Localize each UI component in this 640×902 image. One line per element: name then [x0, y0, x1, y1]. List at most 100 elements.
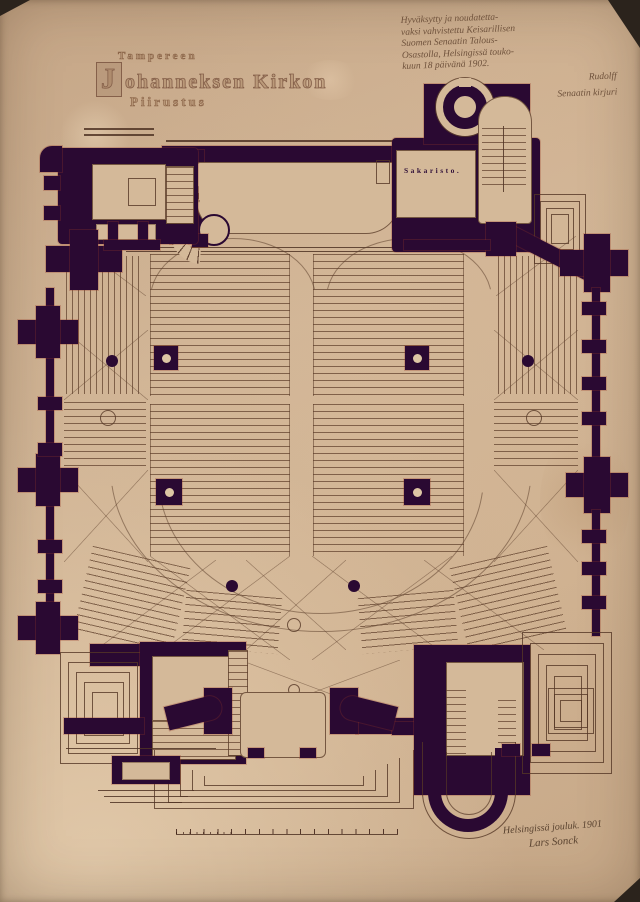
porch-steps	[551, 214, 569, 244]
pier	[154, 346, 178, 370]
buttress-cross	[36, 454, 60, 506]
wall-block	[582, 302, 606, 315]
boss-circle	[100, 410, 116, 426]
vault-ribs	[494, 330, 578, 400]
buttress-cross	[584, 234, 610, 292]
wall-line	[166, 140, 402, 142]
vault-ribs	[494, 470, 578, 562]
wall-block	[582, 562, 606, 575]
tower-opening	[459, 78, 471, 87]
buttress-cross	[36, 602, 60, 654]
wall-segment	[404, 240, 490, 250]
vault-rib	[424, 560, 544, 650]
step-line	[84, 128, 154, 130]
step-line	[66, 748, 216, 749]
wall-block	[38, 443, 62, 456]
chancel-room	[196, 162, 400, 234]
sacristy-label: Sakaristo.	[404, 166, 462, 175]
porch-steps	[548, 688, 594, 734]
door-jamb	[300, 748, 316, 758]
door-jamb	[248, 748, 264, 758]
column-dot	[226, 580, 238, 592]
vault-ribs	[64, 330, 148, 400]
wall-block	[502, 744, 520, 756]
stair-treads	[166, 166, 194, 224]
porch-room	[240, 692, 326, 758]
buttress-cross	[70, 230, 98, 290]
wall-curtain	[592, 288, 600, 460]
step-line	[84, 134, 154, 136]
scale-bar-line	[176, 834, 398, 835]
wall-block	[582, 340, 606, 353]
vault-rib	[96, 560, 216, 650]
buttress-cross	[36, 306, 60, 358]
vault-ribs	[64, 470, 148, 562]
wall-block	[582, 596, 606, 609]
step-line	[104, 796, 188, 797]
porch-steps	[560, 700, 582, 722]
entrance-steps	[522, 632, 612, 774]
entrance-steps	[204, 776, 364, 786]
wall-segment	[162, 146, 404, 163]
scale-bar-ticks-minor	[176, 832, 236, 834]
sacristy-room	[396, 150, 476, 218]
stair-treads	[482, 128, 526, 190]
wall-block	[38, 580, 62, 593]
wall-stub	[44, 206, 60, 220]
scale-bar	[176, 826, 398, 838]
porch-inset	[122, 762, 170, 780]
entrance-steps	[192, 770, 376, 791]
wall-block	[582, 412, 606, 425]
wall-block	[582, 530, 606, 543]
wall-block	[532, 744, 550, 756]
wall-block	[582, 377, 606, 390]
wall-block	[38, 397, 62, 410]
title-subtitle: Piirustus	[130, 94, 207, 110]
column-dot	[106, 355, 118, 367]
approval-note: Hyväksytty ja noudatetta- vaksi vahviste…	[400, 8, 631, 106]
room-inset	[128, 178, 156, 206]
stair-treads	[498, 700, 516, 754]
wall-block	[38, 540, 62, 553]
boss-circle	[287, 618, 301, 632]
step-line	[110, 802, 182, 803]
step-line	[126, 251, 494, 252]
wall-segment	[40, 146, 62, 172]
horseshoe-outline	[422, 742, 516, 839]
scale-bar-ticks	[176, 829, 398, 834]
approval-signature: Rudolff	[588, 70, 617, 82]
step-line	[98, 790, 194, 791]
pier	[156, 479, 182, 505]
boss-circle	[526, 410, 542, 426]
column-dot	[348, 580, 360, 592]
entrance-steps	[180, 764, 388, 797]
west-steps	[376, 160, 390, 184]
column-dot	[522, 355, 534, 367]
buttress-cross	[584, 457, 610, 513]
stair-treads	[446, 690, 466, 754]
door-jamb	[108, 222, 118, 240]
entrance-steps	[68, 662, 138, 754]
stair-rail	[503, 126, 504, 192]
title-city: Tampereen	[118, 50, 198, 63]
pier	[404, 479, 430, 505]
vault-ribs	[246, 560, 346, 650]
wall-segment	[486, 222, 516, 256]
horseshoe-inner-line	[446, 752, 492, 815]
door-jamb	[138, 222, 148, 240]
entrance-steps	[84, 682, 124, 736]
entrance-steps	[76, 672, 130, 744]
porch-steps	[554, 694, 588, 728]
entrance-steps	[530, 643, 604, 763]
step-line	[122, 247, 498, 248]
annex-room	[92, 164, 166, 220]
wall-stub	[44, 176, 60, 190]
wall-segment	[104, 240, 160, 250]
title-main: Johanneksen Kirkon	[101, 64, 328, 96]
